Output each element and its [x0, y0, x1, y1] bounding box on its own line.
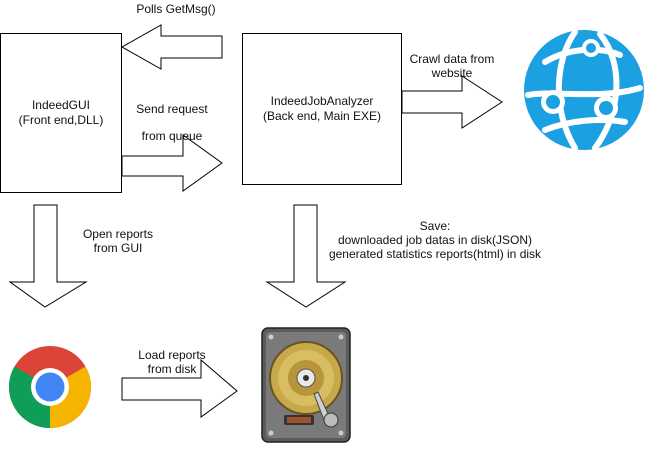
hard-drive-icon	[261, 327, 351, 443]
label-open-reports-line2: from GUI	[93, 241, 143, 255]
label-send-request: Send request	[136, 102, 208, 116]
arrow-open-reports	[8, 204, 88, 308]
globe-icon	[524, 29, 644, 151]
analyzer-title: IndeedJobAnalyzer	[270, 94, 374, 108]
label-crawl-line2: website	[431, 66, 473, 80]
arrow-load-reports	[121, 358, 238, 418]
indeed-gui-title: IndeedGUI	[31, 98, 91, 112]
arrow-send-request	[121, 134, 223, 192]
label-open-reports-line1: Open reports	[82, 227, 154, 241]
label-polls: Polls GetMsg()	[136, 2, 216, 16]
indeed-gui-subtitle: (Front end,DLL)	[18, 113, 104, 127]
indeed-gui-box: IndeedGUI (Front end,DLL)	[0, 33, 122, 193]
label-load-reports-line2: from disk	[147, 362, 197, 376]
label-save-line2: downloaded job datas in disk(JSON)	[337, 233, 533, 247]
analyzer-subtitle: (Back end, Main EXE)	[262, 109, 382, 123]
label-save-line1: Save:	[419, 219, 451, 233]
label-load-reports-line1: Load reports	[138, 348, 206, 362]
label-crawl-line1: Crawl data from	[409, 52, 495, 66]
arrow-save	[265, 204, 347, 308]
indeed-job-analyzer-box: IndeedJobAnalyzer (Back end, Main EXE)	[242, 33, 402, 185]
label-save-line3: generated statistics reports(html) in di…	[328, 247, 542, 261]
chrome-icon	[9, 346, 91, 428]
arrow-crawl	[401, 75, 503, 129]
label-from-queue: from queue	[141, 129, 203, 143]
arrow-polls	[120, 24, 223, 70]
